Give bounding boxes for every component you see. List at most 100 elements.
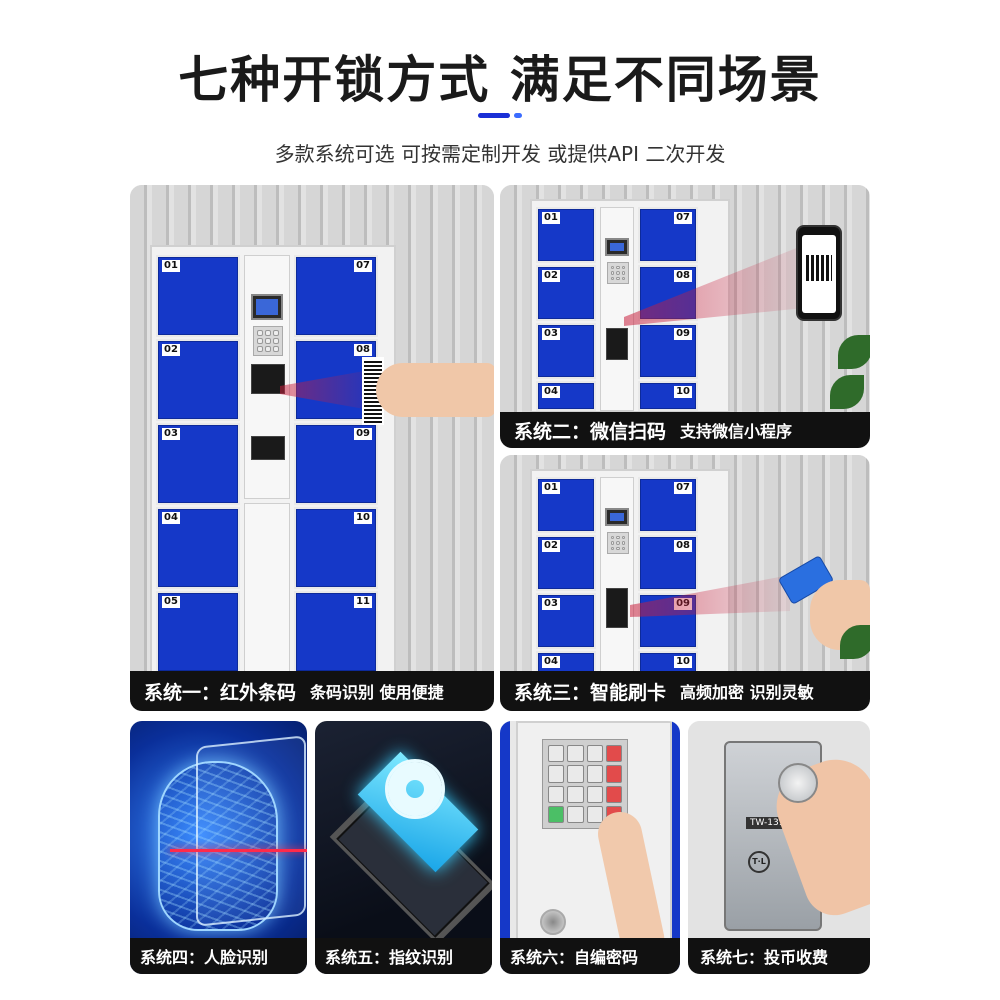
caption-bar: 系统七：投币收费 [688, 938, 870, 974]
panel-system-6: 系统六：自编密码 [500, 721, 680, 974]
locker-door: 10 [638, 381, 698, 411]
caption-title: 系统四：人脸识别 [140, 948, 269, 967]
door-number: 08 [354, 344, 372, 356]
scan-frame [196, 735, 306, 927]
door-number: 03 [542, 598, 560, 610]
lcd-screen [605, 238, 629, 256]
door-number: 04 [542, 386, 560, 398]
caption-title: 系统七：投币收费 [700, 948, 829, 967]
lcd-screen [605, 508, 629, 526]
locker-door: 02 [536, 265, 596, 321]
caption-bar: 系统三：智能刷卡 高频加密 识别灵敏 [500, 671, 870, 711]
locker-door: 02 [536, 535, 596, 591]
caption-title: 系统一：红外条码 [144, 681, 297, 704]
hand [376, 363, 494, 417]
locker-cabinet: 01 02 03 04 07 08 09 10 [530, 469, 730, 679]
door-number: 05 [162, 596, 180, 608]
qr-code-icon [806, 255, 832, 281]
caption-desc: 支持微信小程序 [680, 422, 793, 441]
plant-leaf [840, 625, 870, 659]
locker-door: 01 [536, 477, 596, 533]
caption-bar: 系统二：微信扫码 支持微信小程序 [500, 412, 870, 448]
locker-door: 08 [638, 535, 698, 591]
fingerprint-icon [385, 759, 445, 819]
coin-icon [778, 763, 818, 803]
locker-door: 07 [638, 207, 698, 263]
qr-code-icon [606, 328, 628, 360]
keypad [607, 262, 629, 284]
panel-system-5: 系统五：指纹识别 [315, 721, 492, 974]
door-number: 03 [162, 428, 180, 440]
door-number: 10 [674, 656, 692, 668]
door-number: 03 [542, 328, 560, 340]
door-number: 07 [354, 260, 372, 272]
card-reader [606, 588, 628, 628]
locker-cabinet: 01 02 03 04 05 07 08 09 10 11 [150, 245, 396, 675]
panel-system-7: TW-131 T·L 系统七：投币收费 [688, 721, 870, 974]
panel-system-4: 系统四：人脸识别 [130, 721, 307, 974]
caption-title: 系统五：指纹识别 [325, 948, 454, 967]
panel-system-3: 01 02 03 04 07 08 09 10 系统三：智能刷卡 高频加密 识别… [500, 455, 870, 711]
locker-door: 03 [536, 593, 596, 649]
door-number: 09 [354, 428, 372, 440]
lcd-screen [251, 294, 283, 320]
caption-bar: 系统四：人脸识别 [130, 938, 307, 974]
door-number: 01 [542, 482, 560, 494]
title-underline [478, 113, 522, 118]
locker-door: 01 [536, 207, 596, 263]
locker-door: 03 [156, 423, 240, 505]
door-number: 01 [542, 212, 560, 224]
storage-column [244, 503, 290, 673]
door-number: 04 [162, 512, 180, 524]
locker-door: 05 [156, 591, 240, 673]
locker-door: 09 [638, 323, 698, 379]
door-number: 01 [162, 260, 180, 272]
locker-door: 11 [294, 591, 378, 673]
control-column [600, 477, 634, 677]
keypad [607, 532, 629, 554]
device-logo: T·L [748, 851, 770, 873]
door-edge [672, 721, 680, 971]
ticket-printer [251, 436, 285, 460]
door-number: 08 [674, 540, 692, 552]
door-number: 10 [674, 386, 692, 398]
door-number: 11 [354, 596, 372, 608]
door-number: 02 [542, 540, 560, 552]
door-edge [500, 721, 510, 971]
door-number: 07 [674, 212, 692, 224]
caption-bar: 系统一：红外条码 条码识别 使用便捷 [130, 671, 494, 711]
device-model: TW-131 [746, 817, 789, 829]
underline-bar [478, 113, 510, 118]
control-column [244, 255, 290, 499]
caption-title: 系统六：自编密码 [510, 948, 639, 967]
face-scan-icon [158, 761, 278, 931]
caption-title: 系统三：智能刷卡 [514, 681, 667, 704]
locker-door: 10 [294, 507, 378, 589]
caption-desc: 条码识别 使用便捷 [310, 683, 444, 702]
caption-bar: 系统六：自编密码 [500, 938, 680, 974]
door-number: 09 [674, 328, 692, 340]
caption-title: 系统二：微信扫码 [514, 420, 667, 443]
locker-door: 02 [156, 339, 240, 421]
locker-door: 03 [536, 323, 596, 379]
panel-system-2: 01 02 03 04 07 08 09 10 系统二：微信扫码 支持微信小程序 [500, 185, 870, 448]
locker-cabinet: 01 02 03 04 07 08 09 10 [530, 199, 730, 413]
plant-leaf [838, 335, 870, 369]
panel-system-1: 01 02 03 04 05 07 08 09 10 11 系统一：红外条码 条… [130, 185, 494, 711]
locker-door: 09 [294, 423, 378, 505]
page-title: 七种开锁方式 满足不同场景 [178, 51, 822, 109]
locker-door: 04 [156, 507, 240, 589]
locker-door: 01 [156, 255, 240, 337]
door-number: 08 [674, 270, 692, 282]
caption-desc: 高频加密 识别灵敏 [680, 683, 814, 702]
keypad [253, 326, 283, 356]
locker-door: 07 [294, 255, 378, 337]
control-column [600, 207, 634, 411]
page-subtitle: 多款系统可选 可按需定制开发 或提供API 二次开发 [274, 142, 726, 166]
door-number: 07 [674, 482, 692, 494]
barcode-scanner-icon [251, 364, 285, 394]
door-number: 04 [542, 656, 560, 668]
caption-bar: 系统五：指纹识别 [315, 938, 492, 974]
locker-door: 04 [536, 381, 596, 411]
underline-dot [514, 113, 522, 118]
